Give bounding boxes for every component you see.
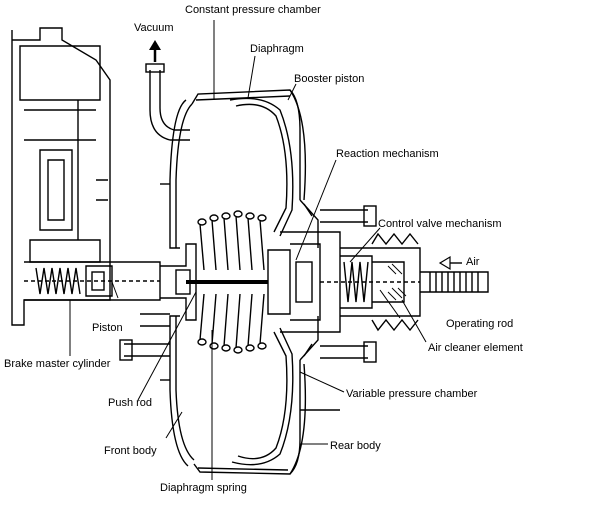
diaphragm-spring-coils: [197, 210, 267, 354]
control-valve-housing: [320, 232, 421, 332]
label-control-valve-mechanism: Control valve mechanism: [378, 218, 502, 230]
air-arrow-icon: [438, 255, 462, 271]
vacuum-arrow-icon: [149, 40, 161, 62]
leader-lines: [69, 20, 427, 480]
label-front-body: Front body: [104, 445, 157, 457]
label-variable-pressure-chamber: Variable pressure chamber: [346, 388, 478, 400]
label-brake-master-cylinder: Brake master cylinder: [4, 358, 111, 370]
operating-rod-drawing: [420, 271, 489, 293]
label-reaction-mechanism: Reaction mechanism: [336, 148, 439, 160]
center-hub: [160, 231, 341, 333]
label-push-rod: Push rod: [108, 397, 153, 409]
label-air: Air: [466, 256, 480, 268]
rear-body-shell: [299, 199, 377, 411]
front-body-shell: [119, 99, 195, 467]
label-operating-rod: Operating rod: [446, 318, 514, 330]
label-air-cleaner-element: Air cleaner element: [428, 342, 523, 354]
label-diaphragm: Diaphragm: [250, 43, 304, 55]
label-vacuum: Vacuum: [134, 22, 174, 34]
label-diaphragm-spring: Diaphragm spring: [160, 482, 247, 494]
label-rear-body: Rear body: [330, 440, 381, 452]
label-constant-pressure-chamber: Constant pressure chamber: [185, 4, 321, 16]
label-booster-piston: Booster piston: [294, 73, 365, 85]
master-cylinder-drawing: [11, 27, 161, 326]
diaphragm-plate: [229, 89, 307, 475]
label-piston: Piston: [92, 322, 123, 334]
